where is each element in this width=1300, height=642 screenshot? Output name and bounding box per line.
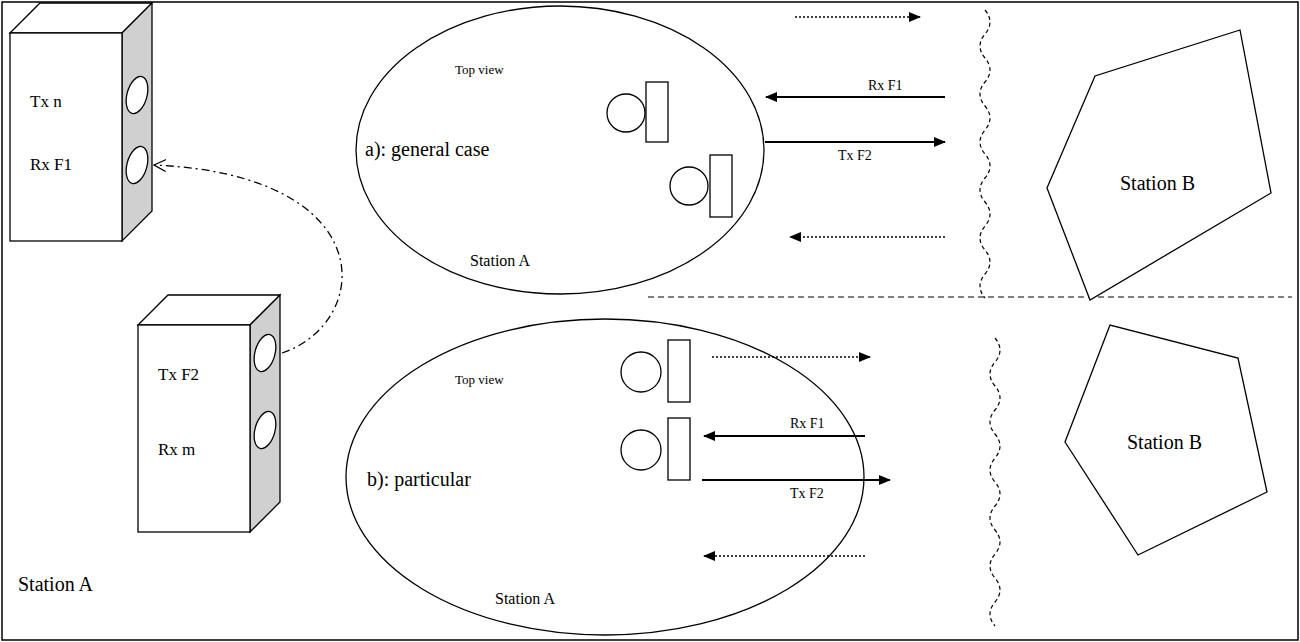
node-outline (1045, 28, 1273, 303)
signal-label: Rx F1 (790, 416, 825, 432)
side-face (250, 295, 280, 532)
node-text: b): particular (367, 468, 471, 491)
signal-label: Rx F1 (868, 78, 903, 94)
node-text: Top view (455, 63, 504, 78)
node-text: Tx n (30, 92, 62, 112)
propagation-boundary (980, 10, 1000, 626)
node-text: Tx F2 (158, 365, 199, 385)
area-outline (346, 319, 864, 635)
node-outline (10, 3, 152, 241)
node-text: Station B (1127, 431, 1202, 454)
front-face (10, 33, 122, 241)
divider (648, 296, 1292, 297)
node-text: Rx m (158, 440, 195, 460)
station-shape: Station B (1060, 320, 1272, 560)
station-area: Top view a): general caseStation A (355, 5, 765, 295)
pentagon-outline (1065, 325, 1267, 555)
antenna-symbols (607, 82, 732, 480)
antenna-port (122, 74, 151, 116)
equipment-box: Tx n Rx F1 (10, 3, 152, 241)
pentagon-outline (1047, 30, 1271, 300)
antenna-port (250, 409, 279, 451)
signal-label: Tx F2 (790, 486, 824, 502)
node-text: Station B (1120, 172, 1195, 195)
station-label: Station A (18, 573, 93, 596)
node-text: a): general case (365, 138, 489, 161)
side-face (122, 3, 152, 241)
node-text: Rx F1 (30, 155, 72, 175)
node-outline (138, 295, 280, 532)
antenna-port (122, 144, 151, 186)
signal-arrows (702, 17, 945, 556)
front-face (138, 325, 250, 532)
station-shape: Station B (1045, 28, 1273, 303)
node-text: Top view (455, 373, 504, 388)
equipment-box: Tx F2 Rx m (138, 295, 280, 532)
station-area: Top view b): particularStation A (345, 318, 865, 636)
antenna-port (250, 332, 279, 374)
signal-label: Tx F2 (838, 148, 872, 164)
node-text: Station A (495, 590, 555, 608)
area-outline (356, 6, 764, 294)
node-text: Station A (470, 252, 530, 270)
